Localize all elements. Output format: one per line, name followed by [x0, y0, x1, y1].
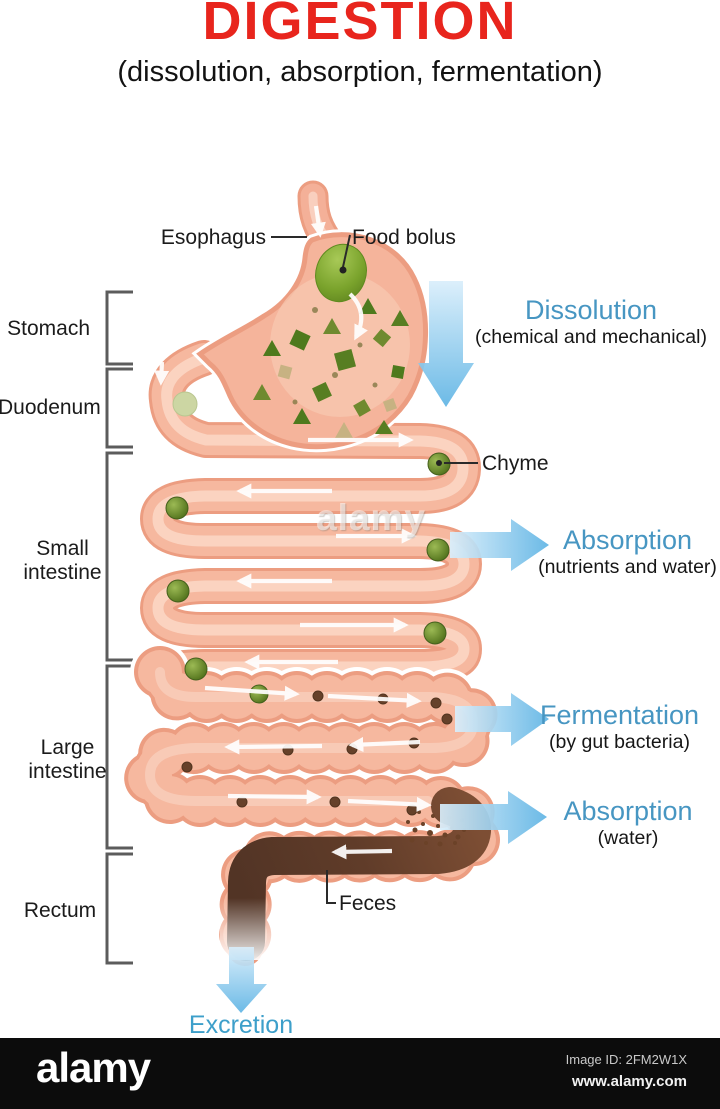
page-subtitle: (dissolution, absorption, fermentation) [117, 56, 603, 88]
feces-flow-arrow [331, 844, 393, 860]
large-intestine-bracket [105, 664, 133, 850]
alamy-logo: alamy [36, 1044, 151, 1091]
dissolution-arrow [418, 281, 474, 407]
absorption-water-title: Absorption [563, 796, 693, 826]
duodenum-ball [172, 391, 198, 417]
left-brackets [105, 290, 133, 965]
excretion-arrow [216, 947, 267, 1013]
label-connectors [271, 234, 478, 904]
stomach-shape [191, 229, 431, 453]
esophagus-label: Esophagus [160, 226, 266, 249]
duodenum-bracket [105, 367, 133, 449]
absorption-nutrients-arrow [450, 519, 549, 571]
alamy-website-text: www.alamy.com [571, 1073, 687, 1090]
fermentation-arrow [455, 693, 549, 746]
alamy-bottom-bar: alamy Image ID: 2FM2W1X www.alamy.com [0, 1038, 720, 1109]
rectum-label: Rectum [23, 899, 97, 922]
chyme-label: Chyme [482, 452, 549, 475]
duodenum-label: Duodenum [0, 396, 101, 419]
food-bolus-shape [315, 243, 367, 303]
absorption-nutrients-title: Absorption [562, 525, 693, 555]
dissolution-label-block: Dissolution (chemical and mechanical) [472, 296, 710, 349]
small-intestine-bracket [105, 451, 133, 662]
feces-label: Feces [339, 892, 397, 915]
stomach-inner-highlight [270, 273, 410, 417]
fermentation-subtitle: (by gut bacteria) [549, 731, 690, 753]
duodenum-flow-arrow [154, 361, 170, 386]
absorption-water-arrow [440, 791, 547, 844]
stomach-flow-arrow [348, 292, 368, 341]
dissolution-subtitle: (chemical and mechanical) [475, 326, 707, 348]
stomach-label: Stomach [7, 317, 90, 340]
absorption-nutrients-label-block: Absorption (nutrients and water) [535, 526, 720, 579]
page-title: DIGESTION [202, 0, 518, 51]
rectum-bracket [105, 852, 133, 965]
excretion-label: Excretion [188, 1011, 294, 1039]
fermentation-title: Fermentation [539, 700, 700, 730]
esophagus-flow-arrow [310, 205, 326, 238]
food-bolus-label: Food bolus [352, 226, 456, 249]
dissolution-title: Dissolution [524, 295, 658, 325]
chyme-dot [436, 460, 442, 466]
process-arrows [216, 281, 549, 1013]
large-intestine-label: Large intestine [28, 736, 107, 783]
feces-pointer [326, 870, 336, 904]
food-bolus-pointer [342, 234, 351, 268]
food-particles [253, 298, 409, 438]
absorption-water-label-block: Absorption (water) [533, 797, 720, 850]
large-intestine-shape [120, 642, 506, 978]
alamy-watermark: alamy [316, 497, 426, 538]
image-id-text: Image ID: 2FM2W1X [565, 1052, 687, 1067]
fermentation-label-block: Fermentation (by gut bacteria) [527, 701, 712, 754]
food-bolus-dot [339, 266, 347, 274]
small-intestine-label: Small intestine [23, 537, 102, 584]
flow-arrows [154, 205, 432, 860]
stomach-bracket [105, 290, 133, 366]
absorption-nutrients-subtitle: (nutrients and water) [538, 556, 717, 578]
absorption-water-subtitle: (water) [597, 827, 659, 849]
